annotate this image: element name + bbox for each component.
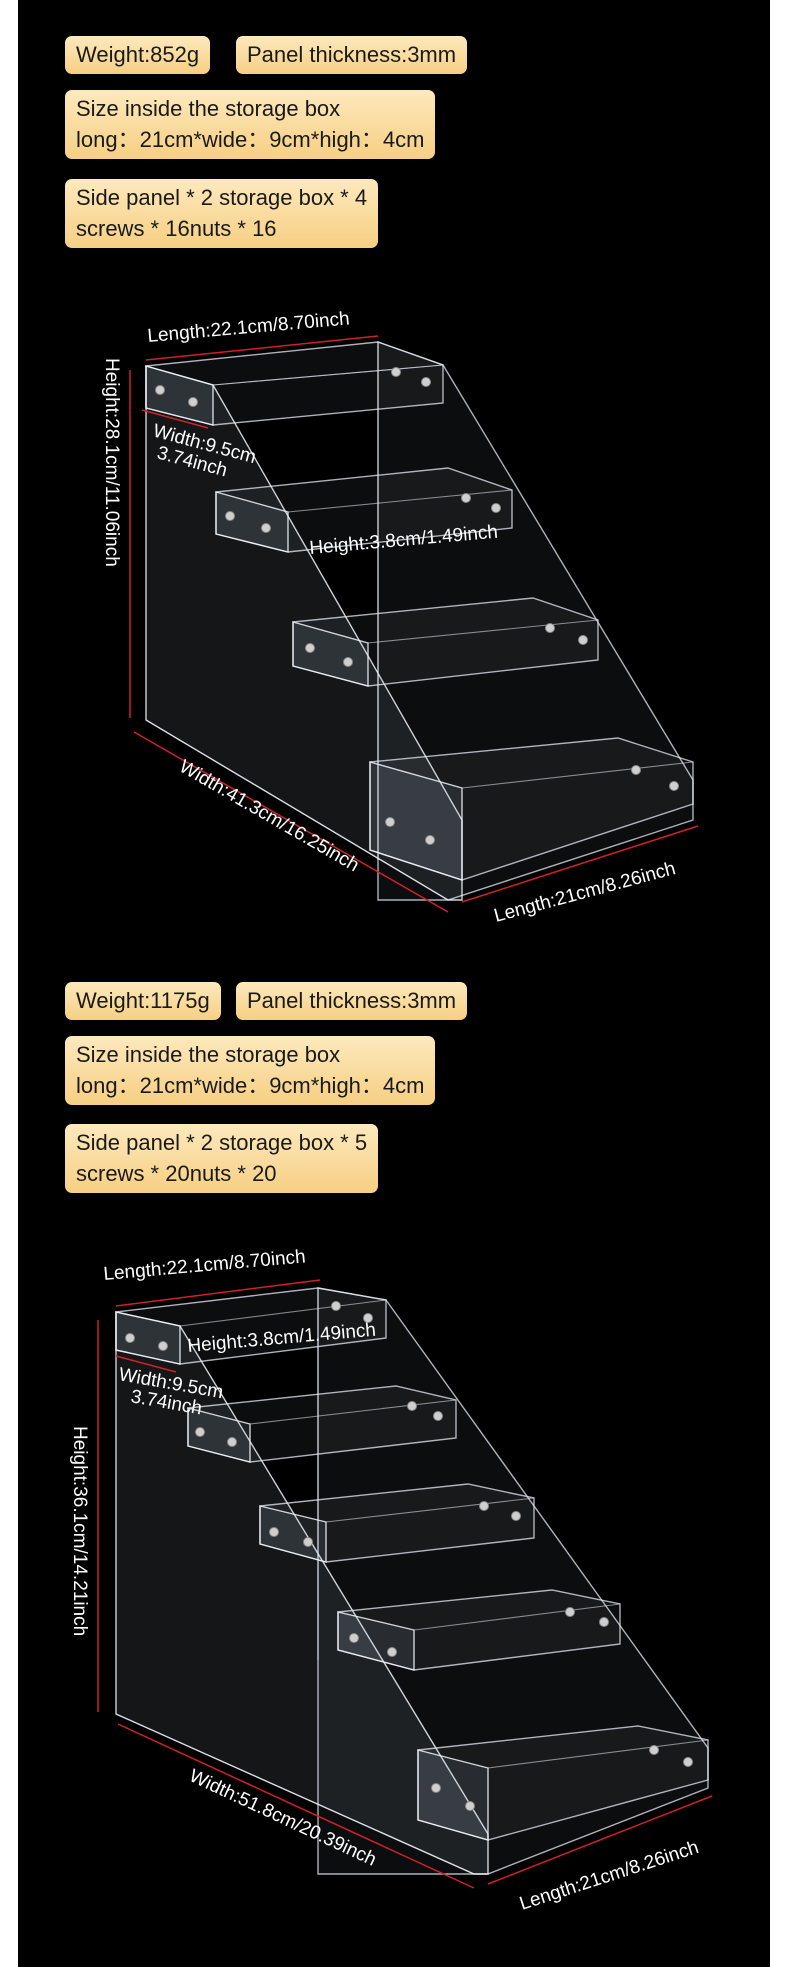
dim2-height: Height:36.1cm/14.21inch bbox=[69, 1426, 90, 1636]
dim2-line-top-length bbox=[115, 1279, 321, 1307]
weight-text-1: Weight:852g bbox=[76, 42, 200, 67]
dim-top-length: Length:22.1cm/8.70inch bbox=[147, 308, 351, 347]
dim2-line-base-length bbox=[487, 1795, 713, 1885]
dim-line-width bbox=[141, 409, 209, 429]
parts-line1-1: Side panel * 2 storage box * 4 bbox=[76, 185, 368, 210]
storage-box-tier-1 bbox=[145, 341, 444, 426]
inner-size-line2-2: long：21cm*wide：9cm*high：4cm bbox=[76, 1073, 425, 1098]
product-image-stage: Weight:852g Panel thickness:3mm Size ins… bbox=[18, 0, 770, 1967]
inner-size-badge-1: Size inside the storage box long：21cm*wi… bbox=[65, 90, 436, 159]
rack-4-tier-diagram: Length:22.1cm/8.70inch Height:28.1cm/11.… bbox=[101, 308, 699, 927]
weight-badge-1: Weight:852g bbox=[65, 36, 211, 74]
parts-line2-1: screws * 16nuts * 16 bbox=[76, 216, 277, 241]
panel-thickness-text-2: Panel thickness:3mm bbox=[247, 988, 457, 1013]
dim2-top-length: Length:22.1cm/8.70inch bbox=[103, 1246, 307, 1285]
dim-line-top-length bbox=[145, 335, 379, 361]
inner-size-badge-2: Size inside the storage box long：21cm*wi… bbox=[65, 1036, 436, 1105]
storage-box-2-tier-5 bbox=[417, 1725, 709, 1841]
panel-thickness-text-1: Panel thickness:3mm bbox=[247, 42, 457, 67]
inner-size-line1-2: Size inside the storage box bbox=[76, 1042, 341, 1067]
dim-height: Height:28.1cm/11.06inch bbox=[101, 358, 122, 567]
weight-badge-2: Weight:1175g bbox=[65, 982, 221, 1020]
storage-box-2-tier-3 bbox=[259, 1483, 535, 1563]
inner-size-line1-1: Size inside the storage box bbox=[76, 96, 341, 121]
dim-line-base-width bbox=[133, 731, 449, 913]
rack-5-tier-diagram: Length:22.1cm/8.70inch Height:36.1cm/14.… bbox=[69, 1246, 713, 1915]
dim2-line-base-width bbox=[117, 1723, 475, 1889]
base-edge bbox=[145, 719, 449, 901]
panel-thickness-badge-2: Panel thickness:3mm bbox=[236, 982, 468, 1020]
storage-box-tier-2 bbox=[215, 467, 513, 553]
dim2-line-width bbox=[115, 1355, 177, 1373]
parts-line2-2: screws * 20nuts * 20 bbox=[76, 1161, 277, 1186]
parts-badge-1: Side panel * 2 storage box * 4 screws * … bbox=[65, 179, 379, 248]
storage-box-2-tier-1 bbox=[115, 1287, 387, 1365]
storage-box-tier-3 bbox=[292, 597, 599, 687]
storage-box-tier-4 bbox=[369, 737, 694, 881]
weight-text-2: Weight:1175g bbox=[76, 988, 210, 1013]
inner-size-line2-1: long：21cm*wide：9cm*high：4cm bbox=[76, 127, 425, 152]
parts-line1-2: Side panel * 2 storage box * 5 bbox=[76, 1130, 368, 1155]
panel-thickness-badge-1: Panel thickness:3mm bbox=[236, 36, 468, 74]
parts-badge-2: Side panel * 2 storage box * 5 screws * … bbox=[65, 1124, 379, 1193]
storage-box-2-tier-2 bbox=[187, 1385, 457, 1463]
storage-box-2-tier-4 bbox=[337, 1589, 621, 1671]
base-edge-2 bbox=[115, 1713, 475, 1875]
dim-line-base-length bbox=[461, 825, 699, 903]
